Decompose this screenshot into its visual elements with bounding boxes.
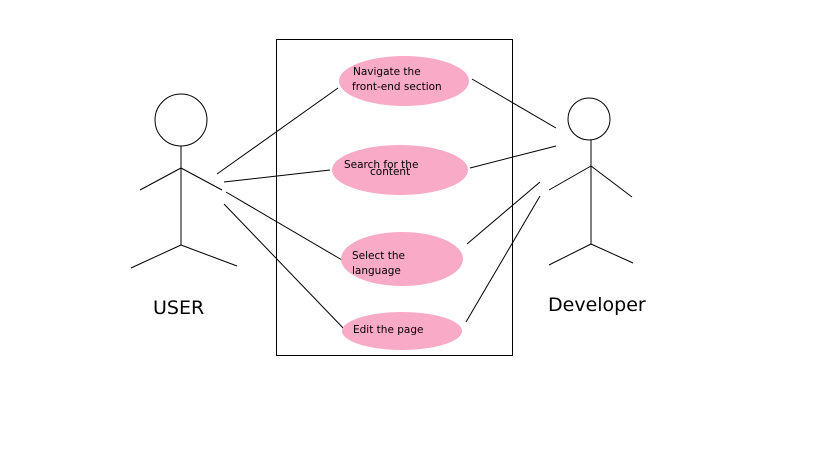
- actor-user-left-leg: [130, 244, 182, 269]
- use-case-search: Search for the content: [332, 145, 468, 195]
- assoc-dev-search: [469, 145, 557, 169]
- use-case-language-line2: language: [352, 265, 401, 277]
- actor-user-name: USER: [153, 297, 204, 319]
- system-boundary: [276, 39, 513, 356]
- actor-developer-head: [567, 97, 611, 141]
- assoc-dev-language: [466, 181, 541, 245]
- actor-user-head: [154, 93, 208, 147]
- actor-developer: [548, 97, 634, 266]
- use-case-navigate: Navigate the front-end section: [339, 56, 469, 106]
- actor-developer-left-arm: [548, 165, 592, 191]
- actor-developer-left-leg: [548, 243, 592, 266]
- use-case-navigate-line2: front-end section: [352, 81, 442, 93]
- assoc-user-language: [225, 191, 343, 261]
- actor-user: [130, 93, 238, 269]
- use-case-navigate-line1: Navigate the: [353, 66, 421, 78]
- use-case-language-shape: [341, 232, 463, 286]
- use-case-navigate-shape: [339, 56, 469, 106]
- assoc-user-edit: [223, 203, 346, 331]
- use-case-language: Select the language: [341, 232, 463, 286]
- actor-user-right-arm: [180, 167, 223, 191]
- use-case-edit: Edit the page: [342, 312, 462, 350]
- actor-developer-right-arm: [590, 165, 633, 198]
- actor-user-left-arm: [139, 167, 182, 191]
- use-case-search-line2: content: [370, 166, 410, 178]
- actor-developer-name: Developer: [548, 294, 646, 316]
- use-case-search-shape: [332, 145, 468, 195]
- use-case-edit-line1: Edit the page: [353, 324, 423, 336]
- assoc-user-navigate: [216, 87, 339, 175]
- associations: [216, 78, 557, 331]
- assoc-dev-navigate: [471, 78, 557, 129]
- use-case-edit-shape: [342, 312, 462, 350]
- assoc-dev-edit: [465, 195, 541, 323]
- actor-user-right-leg: [180, 244, 238, 267]
- use-case-language-line1: Select the: [352, 250, 405, 262]
- actor-developer-right-leg: [590, 243, 634, 264]
- use-case-search-line1: Search for the: [344, 159, 418, 171]
- assoc-user-search: [223, 169, 331, 183]
